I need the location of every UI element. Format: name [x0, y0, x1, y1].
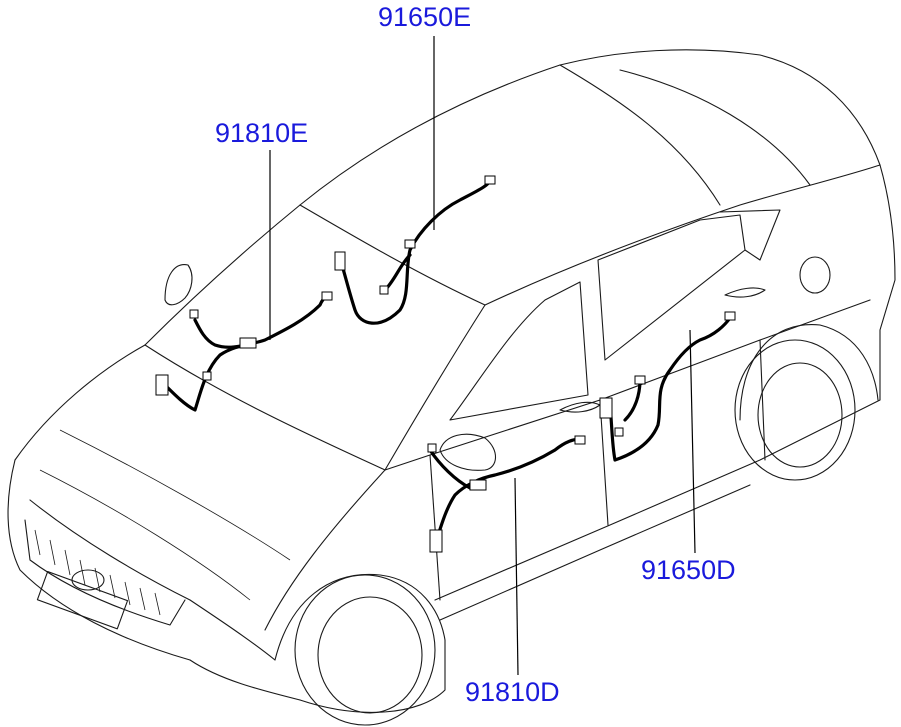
part-label-front-harness: 91810E	[215, 118, 309, 148]
part-label-roof-harness: 91650E	[378, 2, 472, 32]
part-label-front-door-harness: 91810D	[465, 677, 560, 707]
leader-91810D	[514, 477, 519, 676]
front-harness	[163, 293, 330, 412]
wiring-harnesses	[163, 178, 732, 547]
leader-lines	[269, 36, 696, 676]
car-body	[7, 49, 896, 726]
part-label-rear-door-harness: 91650D	[641, 555, 736, 585]
front-door-harness-branch	[428, 448, 472, 490]
roof-harness	[338, 178, 492, 325]
front-door-harness	[433, 437, 582, 547]
leader-91650D	[689, 329, 696, 554]
connectors	[155, 175, 736, 553]
rear-door-harness	[608, 316, 732, 462]
